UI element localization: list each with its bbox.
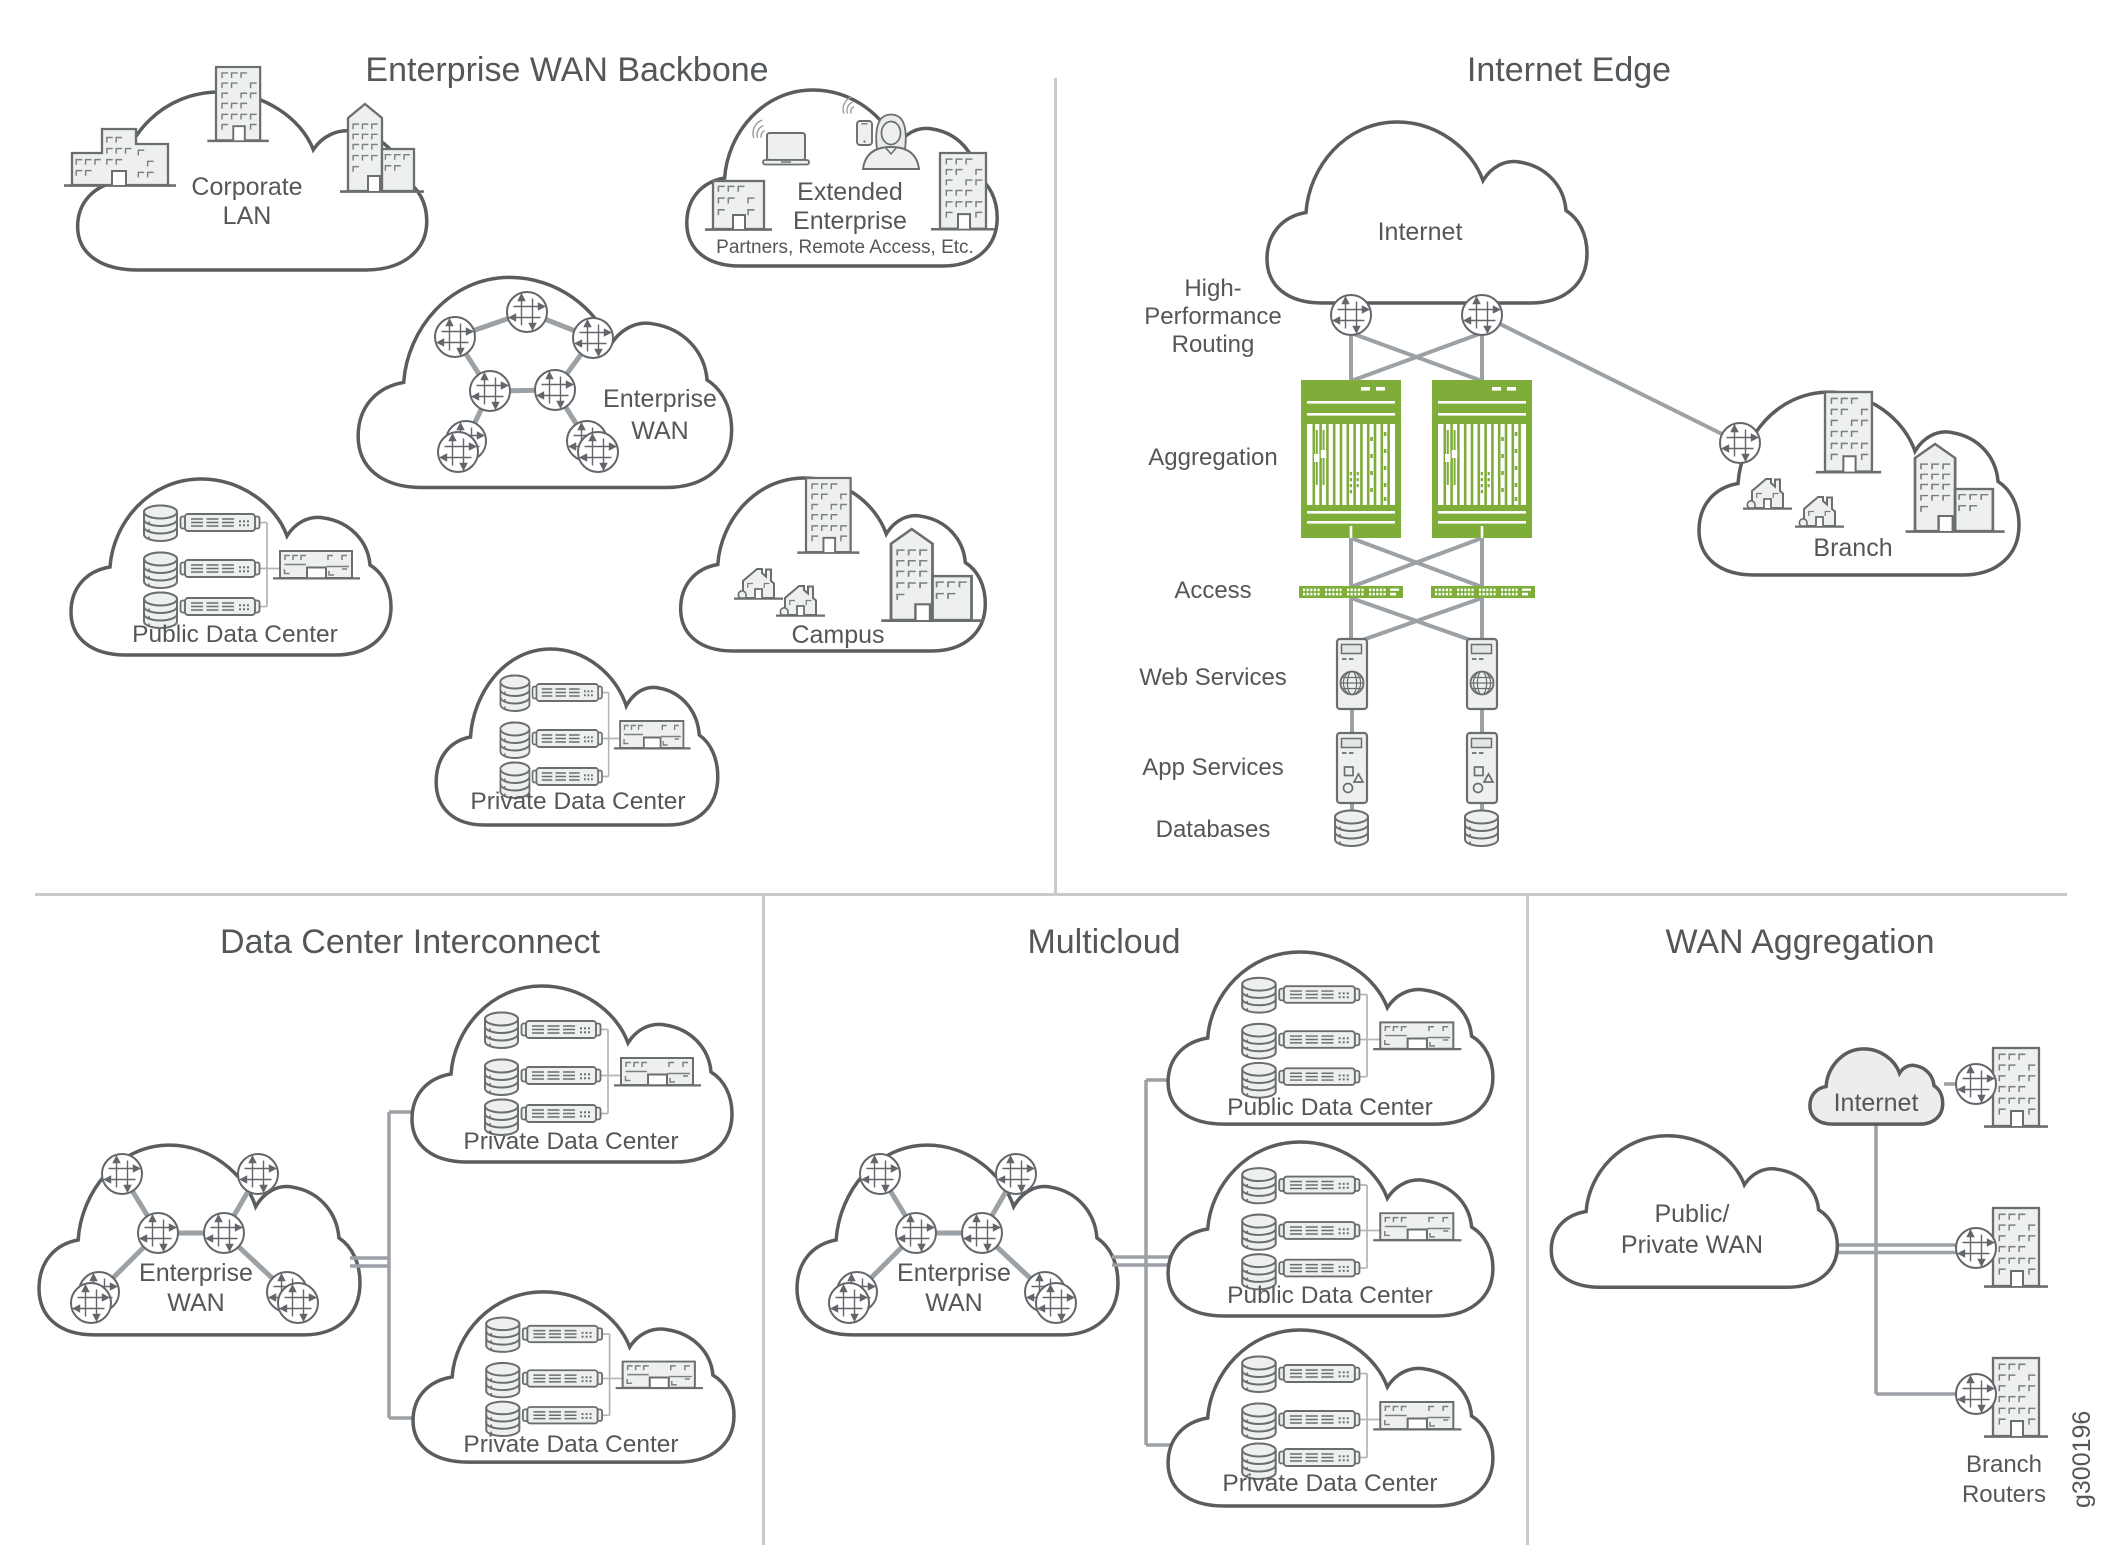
svg-text:Performance: Performance xyxy=(1144,303,1281,330)
svg-text:App Services: App Services xyxy=(1142,754,1283,781)
svg-text:Aggregation: Aggregation xyxy=(1148,444,1277,471)
svg-text:Branch: Branch xyxy=(1966,1451,2042,1478)
svg-text:Public Data Center: Public Data Center xyxy=(1227,1282,1433,1309)
svg-text:Internet: Internet xyxy=(1834,1089,1919,1117)
svg-text:Enterprise: Enterprise xyxy=(603,385,717,413)
svg-text:Enterprise: Enterprise xyxy=(897,1259,1011,1287)
svg-text:Public/: Public/ xyxy=(1654,1200,1729,1228)
svg-text:Campus: Campus xyxy=(791,621,884,649)
svg-text:Databases: Databases xyxy=(1156,816,1271,843)
svg-text:LAN: LAN xyxy=(223,202,272,230)
svg-text:Corporate: Corporate xyxy=(191,173,302,201)
svg-text:Partners, Remote Access, Etc.: Partners, Remote Access, Etc. xyxy=(716,237,974,258)
svg-text:Enterprise: Enterprise xyxy=(139,1259,253,1287)
svg-text:WAN Aggregation: WAN Aggregation xyxy=(1666,923,1935,961)
svg-text:Private Data Center: Private Data Center xyxy=(463,1128,678,1155)
svg-text:Enterprise: Enterprise xyxy=(793,207,907,235)
svg-text:Internet: Internet xyxy=(1378,218,1463,246)
svg-text:Multicloud: Multicloud xyxy=(1027,923,1180,961)
svg-text:WAN: WAN xyxy=(925,1289,982,1317)
svg-text:Public Data Center: Public Data Center xyxy=(1227,1094,1433,1121)
svg-text:Extended: Extended xyxy=(797,178,903,206)
svg-text:WAN: WAN xyxy=(167,1289,224,1317)
svg-text:Private WAN: Private WAN xyxy=(1621,1231,1763,1259)
svg-text:High-: High- xyxy=(1184,275,1241,302)
svg-text:Public Data Center: Public Data Center xyxy=(132,621,338,648)
svg-text:Private Data Center: Private Data Center xyxy=(463,1431,678,1458)
svg-text:Private Data Center: Private Data Center xyxy=(1222,1470,1437,1497)
svg-text:Branch: Branch xyxy=(1813,534,1892,562)
svg-text:Access: Access xyxy=(1174,577,1251,604)
svg-text:Internet Edge: Internet Edge xyxy=(1467,51,1671,89)
svg-text:Data Center Interconnect: Data Center Interconnect xyxy=(220,923,600,961)
svg-text:Enterprise WAN Backbone: Enterprise WAN Backbone xyxy=(365,51,768,89)
svg-text:WAN: WAN xyxy=(631,417,688,445)
svg-text:Routers: Routers xyxy=(1962,1481,2046,1508)
svg-text:g300196: g300196 xyxy=(2068,1411,2096,1508)
svg-text:Routing: Routing xyxy=(1172,331,1255,358)
svg-text:Web Services: Web Services xyxy=(1139,664,1287,691)
svg-text:Private Data Center: Private Data Center xyxy=(470,788,685,815)
